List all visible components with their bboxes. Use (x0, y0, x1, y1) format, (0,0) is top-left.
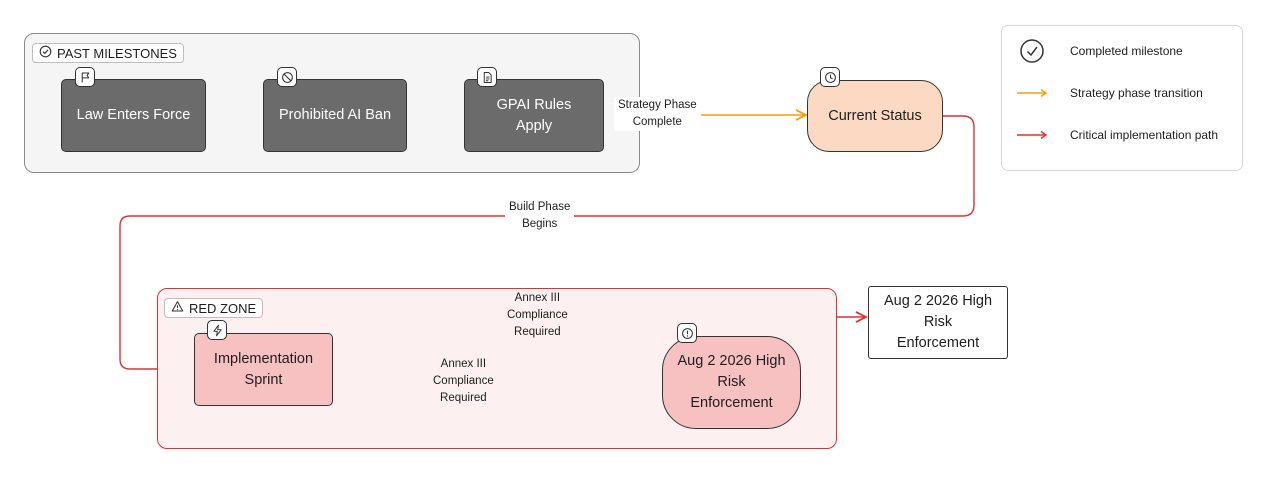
legend-strategy-text: Strategy phase transition (1070, 86, 1203, 100)
legend-check-icon (1002, 38, 1062, 64)
group-label-red: RED ZONE (164, 298, 264, 318)
edge-label-annex-top-line3: Required (514, 326, 561, 338)
node-aug-outer-line1: Aug 2 2026 High (883, 293, 993, 309)
node-aug-2026-inner[interactable]: Aug 2 2026 High Risk Enforcement (662, 336, 801, 429)
legend-row-critical: Critical implementation path (1002, 128, 1218, 142)
ban-icon (277, 67, 297, 87)
legend-critical-text: Critical implementation path (1070, 128, 1219, 142)
group-label-past-text: PAST MILESTONES (57, 45, 177, 61)
flag-icon (75, 67, 95, 87)
edge-label-annex-mid-line2: Compliance (433, 375, 494, 387)
legend-row-strategy: Strategy phase transition (1002, 86, 1203, 100)
warning-icon (171, 300, 184, 316)
lightning-icon (207, 320, 227, 340)
legend-red-arrow-icon (1002, 130, 1062, 140)
edge-label-build-line1: Build Phase (509, 201, 571, 213)
legend-orange-arrow-icon (1002, 88, 1062, 98)
node-aug-inner-line1: Aug 2 2026 High (677, 353, 786, 369)
node-implementation-sprint[interactable]: Implementation Sprint (194, 333, 333, 406)
node-aug-inner-line3: Enforcement (690, 395, 773, 411)
group-label-red-text: RED ZONE (189, 300, 257, 316)
legend: Completed milestone Strategy phase trans… (1001, 25, 1243, 171)
node-aug-inner-line2: Risk (717, 374, 746, 390)
node-gpai-line2: Apply (515, 117, 553, 134)
alert-circle-icon (677, 323, 697, 343)
node-gpai-rules-apply[interactable]: GPAI Rules Apply (464, 79, 604, 152)
node-aug-outer-line3: Enforcement (896, 335, 980, 351)
check-circle-icon (39, 45, 52, 61)
edge-label-build-phase: Build Phase Begins (505, 199, 575, 233)
node-prohibited-label: Prohibited AI Ban (278, 107, 392, 123)
group-label-past: PAST MILESTONES (32, 43, 184, 63)
edge-label-annex-mid-line1: Annex III (440, 358, 487, 370)
node-law-enters-force[interactable]: Law Enters Force (61, 79, 206, 152)
node-sprint-line2: Sprint (244, 371, 283, 388)
edge-label-annex-top: Annex III Compliance Required (503, 290, 572, 341)
edge-label-build-line2: Begins (522, 218, 558, 230)
legend-row-completed: Completed milestone (1002, 38, 1183, 64)
edge-label-strategy-line2: Complete (632, 116, 682, 128)
document-icon (477, 67, 497, 87)
node-current-label: Current Status (828, 107, 922, 124)
edge-label-annex-mid: Annex III Compliance Required (429, 356, 498, 407)
node-prohibited-ai-ban[interactable]: Prohibited AI Ban (263, 79, 407, 152)
edge-label-strategy-phase: Strategy Phase Complete (614, 97, 701, 131)
node-sprint-line1: Implementation (213, 350, 314, 367)
edge-label-annex-mid-line3: Required (440, 392, 487, 404)
clock-icon (820, 67, 840, 87)
node-gpai-line1: GPAI Rules (496, 96, 572, 113)
legend-completed-text: Completed milestone (1070, 44, 1183, 58)
edge-label-annex-top-line1: Annex III (514, 292, 561, 304)
edge-label-annex-top-line2: Compliance (507, 309, 568, 321)
node-current-status[interactable]: Current Status (807, 80, 943, 152)
node-aug-outer-line2: Risk (923, 314, 953, 330)
edge-label-strategy-line1: Strategy Phase (618, 99, 697, 111)
node-law-label: Law Enters Force (76, 107, 191, 123)
node-aug-2026-outer[interactable]: Aug 2 2026 High Risk Enforcement (868, 286, 1008, 359)
